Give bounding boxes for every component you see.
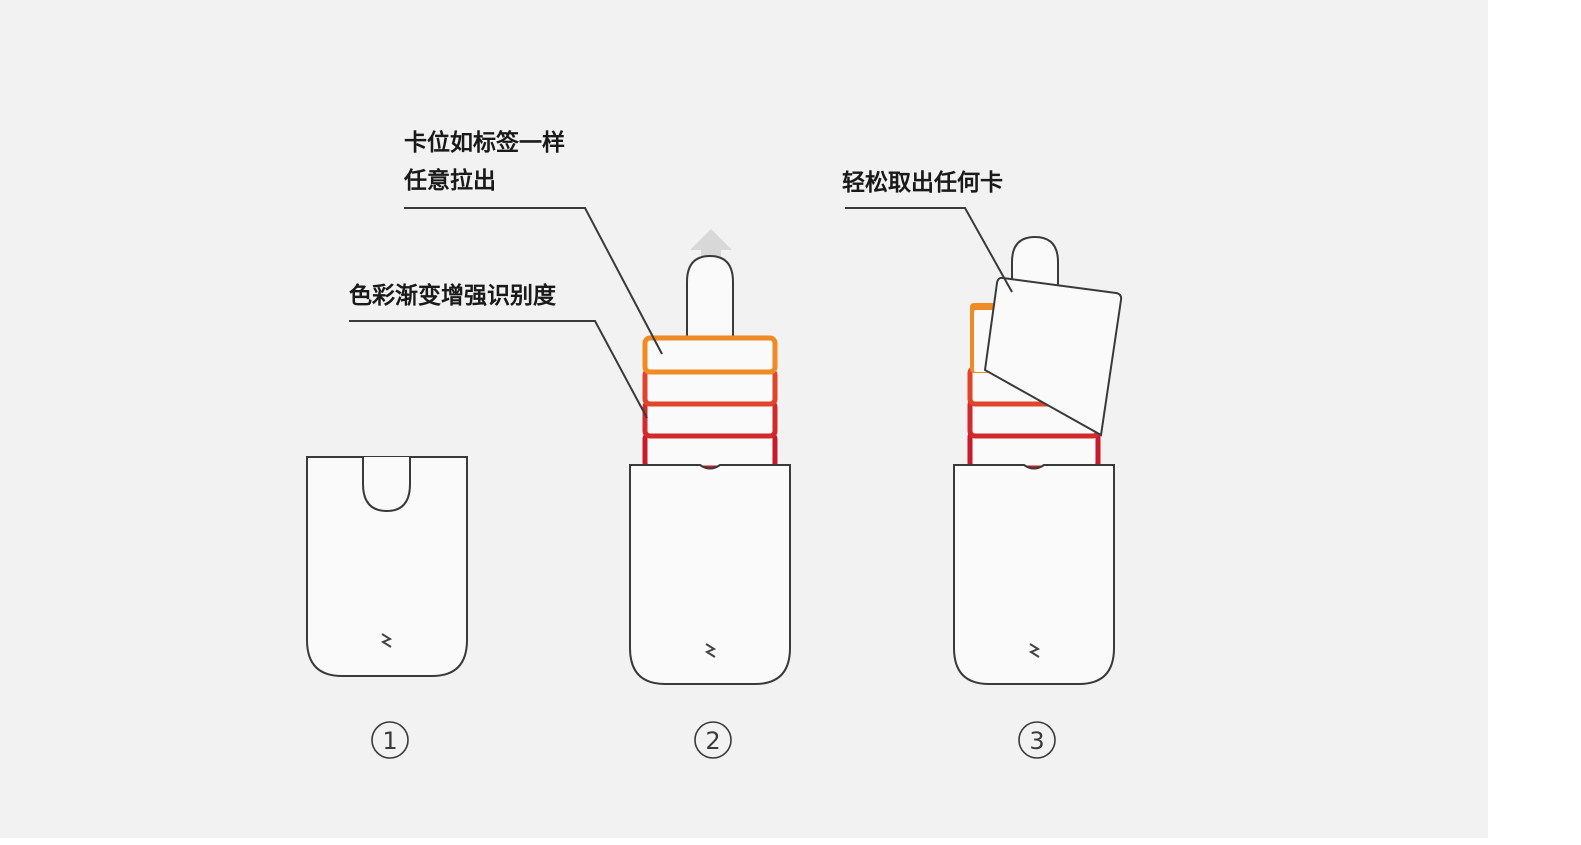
step-number: 1 [382, 727, 397, 755]
leader-line-tab [404, 207, 663, 355]
diagram-canvas: 卡位如标签一样 任意拉出 色彩渐变增强识别度 轻松取出任何卡 1 2 3 [0, 0, 1488, 838]
pull-tab [1011, 235, 1059, 290]
tab-label-line1: 卡位如标签一样 [404, 129, 565, 156]
leader-lines [349, 207, 1013, 419]
leader-line-gradient [349, 320, 648, 419]
remove-label: 轻松取出任何卡 [842, 169, 1003, 196]
brand-logo-icon [1028, 643, 1041, 658]
wallet-card-removed [953, 235, 1123, 685]
pull-tab [686, 254, 734, 340]
step-number: 3 [1029, 727, 1044, 755]
step-1: 1 [371, 721, 409, 759]
removed-card [983, 276, 1123, 437]
pull-tab [362, 457, 411, 513]
card-stack [642, 335, 778, 471]
wallet-closed [306, 456, 468, 677]
wallet-cards-pulled [629, 229, 791, 685]
brand-logo-icon [380, 633, 393, 648]
tab-label-line2: 任意拉出 [403, 167, 496, 194]
brand-logo-icon [704, 643, 717, 658]
step-2: 2 [694, 721, 732, 759]
leader-line-remove [845, 207, 1013, 293]
gradient-label: 色彩渐变增强识别度 [349, 282, 557, 309]
step-number: 2 [705, 727, 720, 755]
step-3: 3 [1018, 721, 1056, 759]
